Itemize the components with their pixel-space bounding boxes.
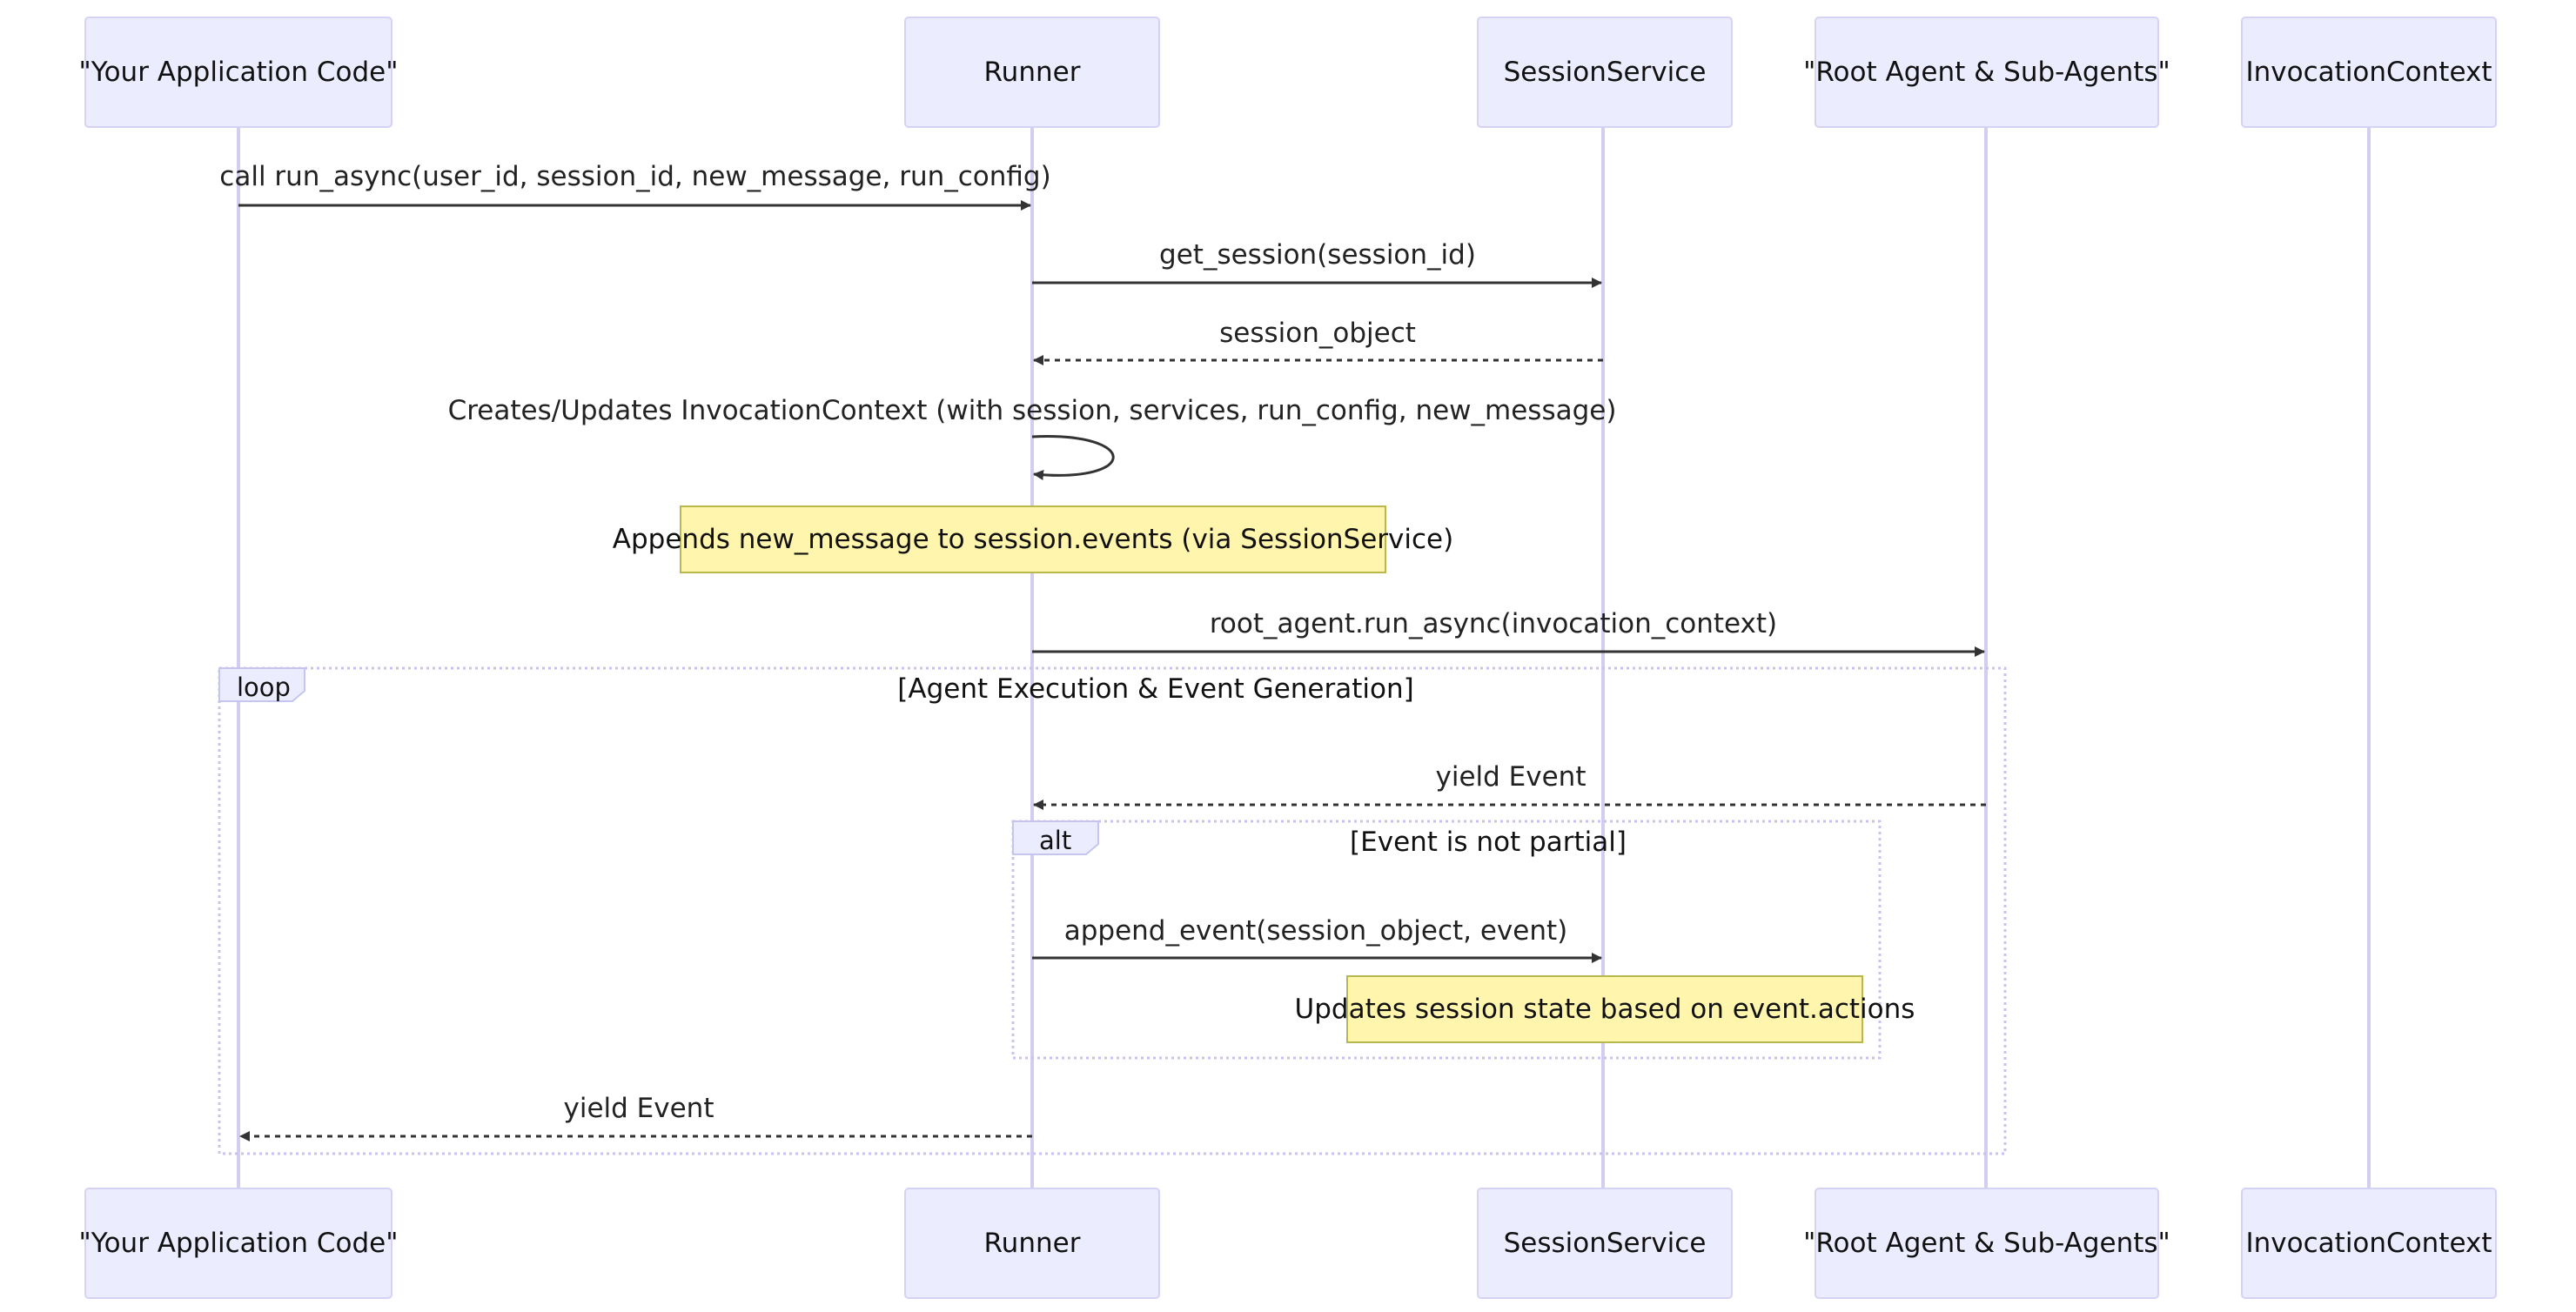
loop-label: loop (237, 673, 291, 702)
actor-box-runner-top (904, 17, 1160, 128)
message-label-run-async: call run_async(user_id, session_id, new_… (219, 161, 1050, 192)
actors-top: "Your Application Code" Runner SessionSe… (79, 17, 2497, 128)
actor-label-agents-bottom: "Root Agent & Sub-Agents" (1803, 1228, 2170, 1259)
alt-fragment: alt [Event is not partial] (1011, 820, 1882, 1060)
message-label-yield-event-agents: yield Event (1436, 761, 1587, 793)
alt-frame (1011, 820, 1882, 1060)
actor-label-agents-top: "Root Agent & Sub-Agents" (1803, 57, 2170, 88)
loop-frame (218, 666, 2007, 1155)
message-label-root-agent-run: root_agent.run_async(invocation_context) (1210, 608, 1777, 639)
lifelines (237, 127, 2371, 1188)
alt-label: alt (1039, 826, 1071, 855)
actor-label-session-bottom: SessionService (1504, 1228, 1707, 1259)
actor-label-runner-bottom: Runner (984, 1228, 1081, 1259)
actor-box-agents-bottom (1815, 1188, 2159, 1299)
loop-condition: [Agent Execution & Event Generation] (897, 673, 1413, 705)
actor-box-ctx-top (2241, 17, 2497, 128)
note-updates-state (1346, 975, 1863, 1043)
message-label-creates-context: Creates/Updates InvocationContext (with … (448, 395, 1617, 426)
actor-box-ctx-bottom (2241, 1188, 2497, 1299)
actors-bottom: "Your Application Code" Runner SessionSe… (79, 1188, 2497, 1299)
actor-label-app-top: "Your Application Code" (79, 57, 399, 88)
loop-fragment: loop [Agent Execution & Event Generation… (218, 666, 2007, 1155)
actor-label-ctx-bottom: InvocationContext (2246, 1228, 2492, 1259)
alt-tab (1012, 820, 1099, 855)
message-label-yield-event-app: yield Event (564, 1093, 714, 1124)
loop-tab (218, 667, 305, 702)
message-label-append-event: append_event(session_object, event) (1064, 915, 1568, 947)
message-label-session-object: session_object (1219, 318, 1416, 349)
actor-label-session-top: SessionService (1504, 57, 1707, 88)
actor-box-app-bottom (84, 1188, 392, 1299)
actor-box-session-top (1477, 17, 1733, 128)
messages: call run_async(user_id, session_id, new_… (219, 161, 1986, 1141)
actor-box-session-bottom (1477, 1188, 1733, 1299)
alt-condition: [Event is not partial] (1350, 827, 1627, 858)
actor-label-app-bottom: "Your Application Code" (79, 1228, 399, 1259)
notes: Appends new_message to session.events (v… (613, 505, 1915, 1043)
actor-box-app-top (84, 17, 392, 128)
actor-label-ctx-top: InvocationContext (2246, 57, 2492, 88)
note-appends-message-text: Appends new_message to session.events (v… (613, 524, 1453, 555)
message-label-get-session: get_session(session_id) (1159, 239, 1476, 271)
actor-box-runner-bottom (904, 1188, 1160, 1299)
note-appends-message (680, 505, 1386, 573)
actor-box-agents-top (1815, 17, 2159, 128)
actor-label-runner-top: Runner (984, 57, 1081, 88)
message-arrow-creates-context (1031, 435, 1115, 480)
note-updates-state-text: Updates session state based on event.act… (1295, 994, 1915, 1025)
